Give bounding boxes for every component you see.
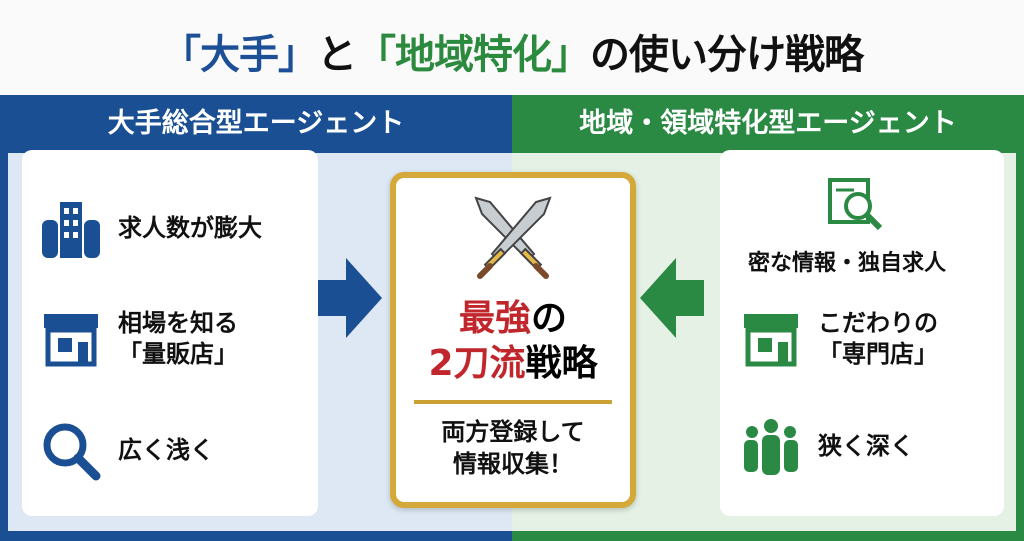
shop-icon: [740, 308, 802, 370]
store-icon: [40, 308, 102, 370]
left-header: 大手総合型エージェント: [0, 95, 512, 153]
divider: [414, 400, 612, 404]
left-bottom-strip: [0, 531, 512, 541]
right-arrow-icon: [318, 258, 382, 338]
right-header: 地域・領域特化型エージェント: [512, 95, 1024, 153]
right-bottom-strip: [512, 531, 1024, 541]
right-card: 密な情報・独自求人 こだわりの「専門店」 狭く深く: [720, 150, 1004, 516]
left-item: 相場を知る「量販店」: [40, 308, 238, 370]
right-item: こだわりの「専門店」: [740, 308, 938, 370]
subtext: 両方登録して情報収集！: [441, 418, 585, 479]
document-search-icon: [824, 174, 886, 236]
left-item: 求人数が膨大: [40, 198, 262, 260]
right-item: 密な情報・独自求人: [748, 251, 947, 276]
crossed-swords-icon: [474, 196, 552, 279]
people-icon: [740, 416, 802, 478]
left-card: 求人数が膨大 相場を知る「量販店」 広く浅く: [22, 150, 318, 516]
left-item: 広く浅く: [40, 420, 214, 482]
building-icon: [40, 198, 102, 260]
search-icon: [40, 420, 102, 482]
page-title: 「大手」と「地域特化」の使い分け戦略: [161, 32, 864, 78]
left-arrow-icon: [640, 258, 704, 338]
right-item: 狭く深く: [740, 416, 914, 478]
